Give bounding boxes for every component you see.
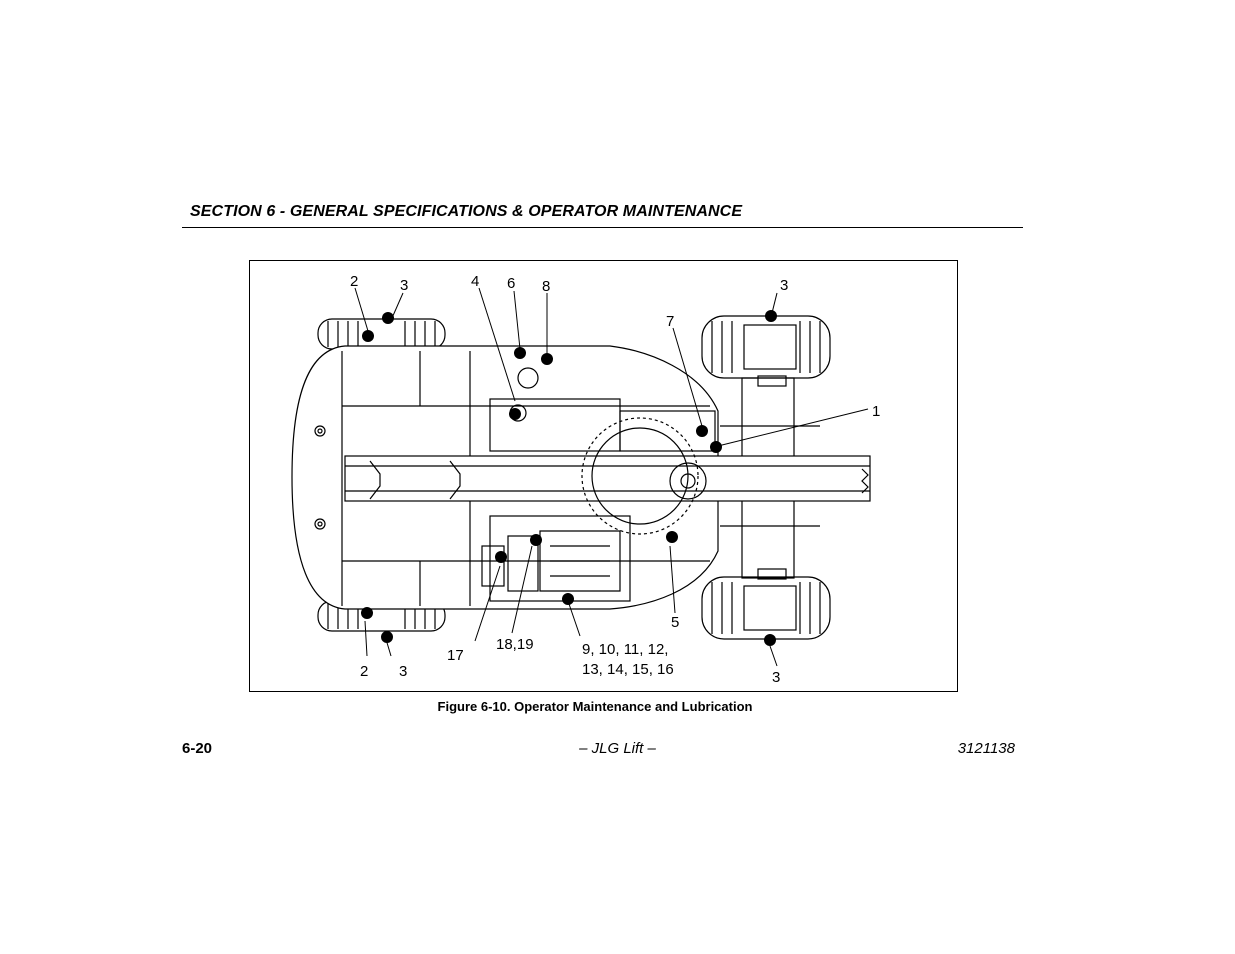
tire-bottom-right xyxy=(701,568,831,640)
lube-point xyxy=(530,534,542,546)
lube-point xyxy=(514,347,526,359)
doc-number: 3121138 xyxy=(957,740,1015,757)
callout-18-19: 18,19 xyxy=(496,636,534,653)
lube-point xyxy=(541,353,553,365)
callout-17: 17 xyxy=(447,647,464,664)
callout-2-bottom: 2 xyxy=(360,663,368,680)
figure-box: 2 3 4 6 8 3 7 1 5 2 3 17 18,19 9, 10, 11… xyxy=(249,260,958,692)
lube-point xyxy=(381,631,393,643)
lube-point xyxy=(666,531,678,543)
lube-point xyxy=(696,425,708,437)
lube-point xyxy=(509,408,521,420)
lube-point xyxy=(764,634,776,646)
callout-8: 8 xyxy=(542,278,550,295)
callout-13-16: 13, 14, 15, 16 xyxy=(582,661,674,678)
callout-3-top-left: 3 xyxy=(400,277,408,294)
boom xyxy=(344,455,871,502)
lube-point xyxy=(765,310,777,322)
callout-1: 1 xyxy=(872,403,880,420)
callout-7: 7 xyxy=(666,313,674,330)
callout-2-top: 2 xyxy=(350,273,358,290)
lube-point xyxy=(362,330,374,342)
tire-top-left xyxy=(317,318,446,350)
engine-area xyxy=(489,515,631,602)
swing-bearing xyxy=(581,417,699,535)
callout-4: 4 xyxy=(471,273,479,290)
lube-point xyxy=(562,593,574,605)
machine-diagram: 2 3 4 6 8 3 7 1 5 2 3 17 18,19 9, 10, 11… xyxy=(291,273,880,686)
lube-point xyxy=(710,441,722,453)
figure-caption: Figure 6-10. Operator Maintenance and Lu… xyxy=(437,699,753,714)
lube-point xyxy=(382,312,394,324)
header-rule xyxy=(182,227,1023,228)
callout-6: 6 xyxy=(507,275,515,292)
section-title: SECTION 6 - GENERAL SPECIFICATIONS & OPE… xyxy=(190,203,743,220)
callout-3-bottom-left: 3 xyxy=(399,663,407,680)
footer-center: – JLG Lift – xyxy=(579,740,656,757)
callout-3-bottom-right: 3 xyxy=(772,669,780,686)
lube-point xyxy=(361,607,373,619)
callout-9-12: 9, 10, 11, 12, xyxy=(582,641,668,658)
callout-3-top-right: 3 xyxy=(780,277,788,294)
tire-top-right xyxy=(701,315,831,387)
callout-5: 5 xyxy=(671,614,679,631)
lube-point xyxy=(495,551,507,563)
page-number: 6-20 xyxy=(182,740,213,757)
